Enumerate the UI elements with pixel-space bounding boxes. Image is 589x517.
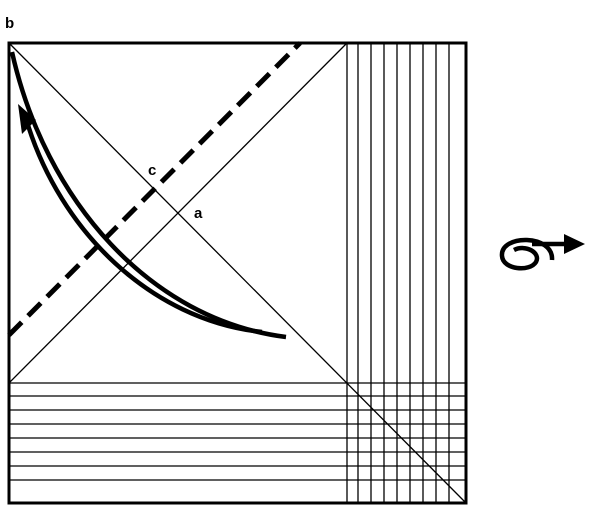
intersection-label-c: c xyxy=(148,162,156,179)
inner-anti-diagonal xyxy=(8,42,348,384)
valley-fold-line xyxy=(7,41,302,337)
corner-label-b: b xyxy=(5,15,14,32)
vertical-creases xyxy=(346,43,450,503)
intersection-label-a: a xyxy=(194,205,203,222)
paper-square xyxy=(7,41,468,505)
turn-over-arrow-icon xyxy=(499,234,585,271)
main-diagonal xyxy=(8,42,467,504)
curved-fold-arrow-icon xyxy=(18,104,36,134)
horizontal-creases xyxy=(9,382,466,481)
fold-arrow-curve-inner xyxy=(24,121,263,335)
fold-arrow-curve-outer xyxy=(9,51,287,340)
